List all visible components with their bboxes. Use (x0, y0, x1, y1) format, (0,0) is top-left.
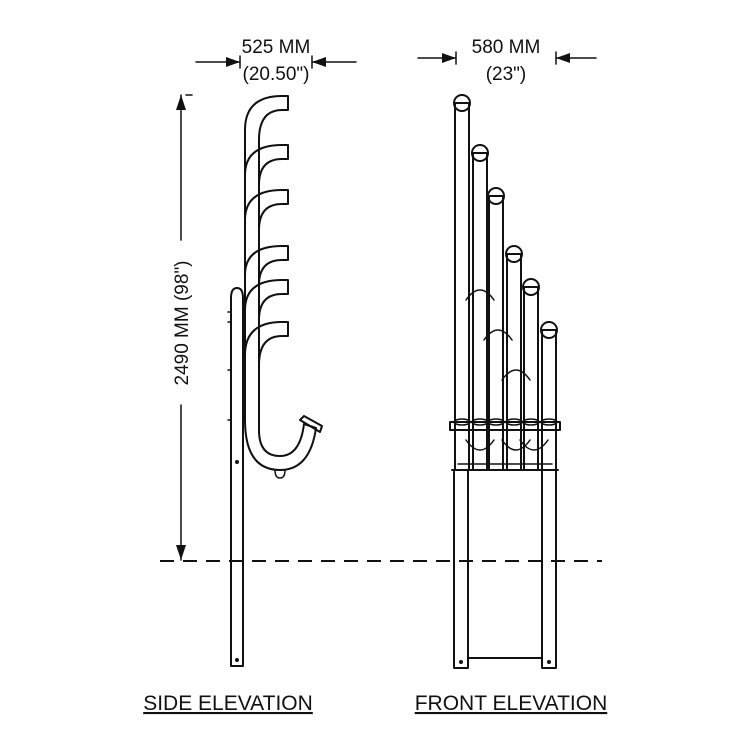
side-post-brackets (227, 311, 232, 421)
side-hooks (244, 95, 323, 479)
tube-6-cap (540, 321, 558, 339)
front-width-dimension: 580 MM (23") (417, 37, 597, 85)
collar-band (449, 421, 561, 431)
tube-2-cap (471, 144, 489, 162)
front-width-arrow-right (556, 53, 570, 63)
hook-1 (244, 95, 289, 141)
side-width-dimension: 525 MM (20.50") (195, 37, 357, 85)
front-leg-left-bolt (459, 660, 463, 664)
front-leg-left (453, 469, 469, 669)
front-leg-right-bolt (547, 660, 551, 664)
tube-4-cap (505, 245, 523, 263)
hook-5 (244, 279, 289, 321)
tube-5 (523, 286, 539, 471)
tube-1-cap (453, 94, 471, 112)
front-width-metric: 580 MM (472, 37, 541, 58)
side-width-arrow-right (312, 57, 326, 67)
front-width-arrow-left (442, 53, 456, 63)
side-elevation-title: SIDE ELEVATION (143, 692, 313, 715)
tube-4 (506, 253, 522, 471)
height-arrow-top (176, 95, 186, 110)
front-hook-loops (465, 289, 549, 451)
hook-4 (244, 245, 289, 286)
side-post-bolt (235, 658, 239, 662)
tube-6 (541, 329, 557, 471)
tube-1 (454, 102, 470, 471)
tube-3-cap (487, 187, 505, 205)
hook-bottom-cap (299, 415, 323, 433)
side-width-imperial: (20.50") (243, 64, 310, 85)
hook-6 (244, 321, 289, 366)
tube-5-cap (522, 278, 540, 296)
front-elevation-drawing (449, 94, 561, 669)
height-dimension: 2490 MM (98") (172, 94, 193, 561)
front-collar (449, 418, 561, 431)
side-post (230, 287, 244, 667)
hook-bottom-nub (274, 469, 286, 479)
side-width-metric: 525 MM (242, 37, 311, 58)
side-elevation-drawing (227, 95, 323, 667)
side-width-arrow-left (226, 57, 240, 67)
front-leg-right (541, 469, 557, 669)
front-elevation-title: FRONT ELEVATION (415, 692, 608, 715)
side-post-bolt-upper (235, 460, 239, 464)
height-label: 2490 MM (98") (172, 260, 193, 385)
hook-bottom-j (244, 419, 317, 471)
hook-3 (244, 189, 289, 231)
hook-2 (244, 144, 289, 186)
front-width-imperial: (23") (486, 64, 527, 85)
height-arrow-bottom (176, 545, 186, 560)
front-tubes (453, 94, 558, 471)
